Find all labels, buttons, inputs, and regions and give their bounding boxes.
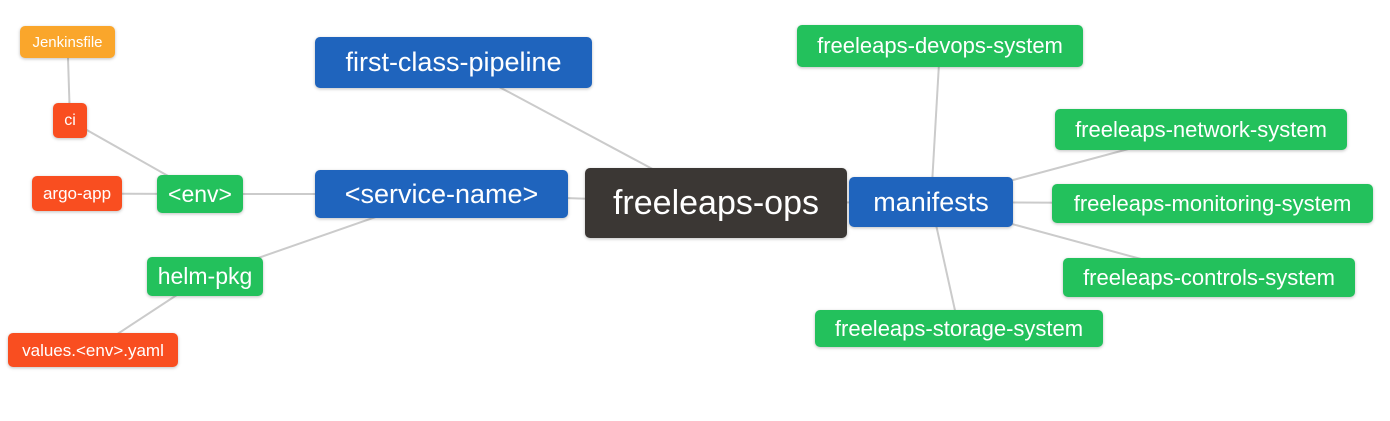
node-freeleaps-controls-system[interactable]: freeleaps-controls-system [1063, 258, 1355, 297]
node-manifests[interactable]: manifests [849, 177, 1013, 227]
node-argo-app[interactable]: argo-app [32, 176, 122, 211]
node-first-class-pipeline[interactable]: first-class-pipeline [315, 37, 592, 88]
node-values-env-yaml[interactable]: values.<env>.yaml [8, 333, 178, 367]
node-freeleaps-storage-system[interactable]: freeleaps-storage-system [815, 310, 1103, 347]
node-service-name[interactable]: <service-name> [315, 170, 568, 218]
node-jenkinsfile[interactable]: Jenkinsfile [20, 26, 115, 58]
node-freeleaps-network-system[interactable]: freeleaps-network-system [1055, 109, 1347, 150]
node-ci[interactable]: ci [53, 103, 87, 138]
node-env[interactable]: <env> [157, 175, 243, 213]
node-freeleaps-monitoring-system[interactable]: freeleaps-monitoring-system [1052, 184, 1373, 223]
node-helm-pkg[interactable]: helm-pkg [147, 257, 263, 296]
node-freeleaps-devops-system[interactable]: freeleaps-devops-system [797, 25, 1083, 67]
edge-manifests--freeleaps-devops-system [930, 45, 941, 203]
node-freeleaps-ops[interactable]: freeleaps-ops [585, 168, 847, 238]
